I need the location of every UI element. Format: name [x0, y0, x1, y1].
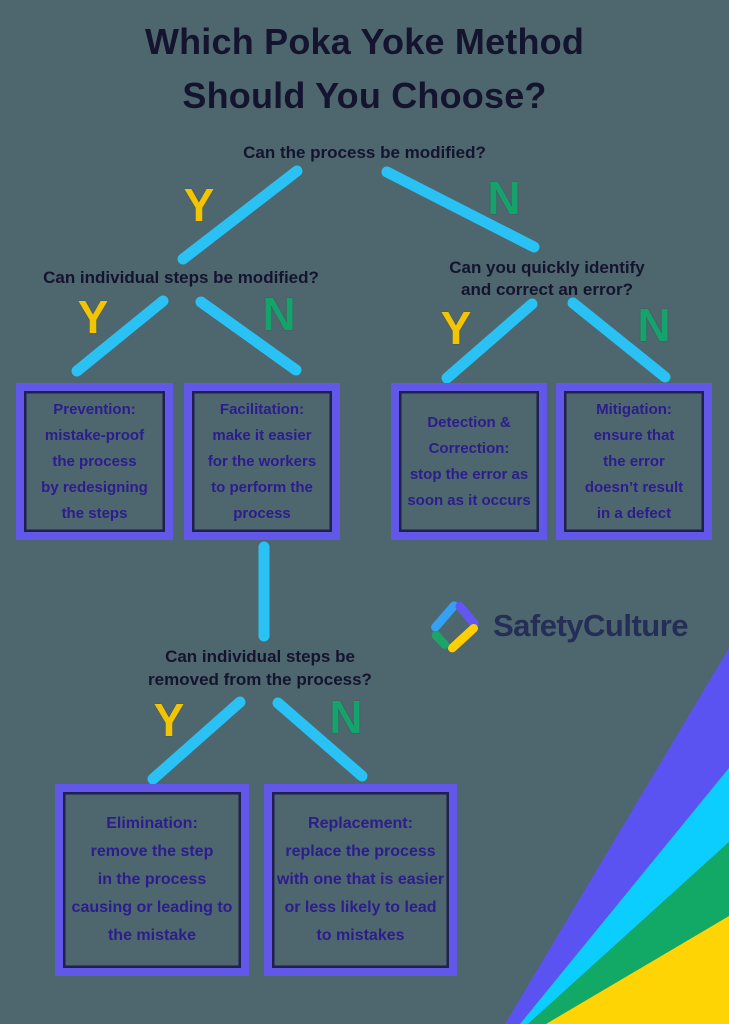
result-box-elimination-text: Elimination: remove the step in the proc…: [71, 815, 233, 944]
stripe-cyan: [520, 768, 729, 1024]
branch-no-q1: N: [487, 172, 521, 224]
result-box-detection-correction: Detection & Correction: stop the error a…: [391, 383, 547, 540]
result-box-facilitation-text: Facilitation: make it easier for the wor…: [207, 400, 317, 522]
stripe-green: [528, 842, 729, 1024]
result-box-replacement: Replacement: replace the process with on…: [264, 784, 457, 976]
stripe-yellow: [546, 916, 729, 1024]
page-title: Which Poka Yoke Method Should You Choose…: [144, 21, 585, 116]
result-box-mitigation: Mitigation: ensure that the error doesn’…: [556, 383, 712, 540]
result-box-prevention: Prevention: mistake-proof the process by…: [16, 383, 173, 540]
logo-checkmark-stroke: [431, 630, 450, 649]
result-box-elimination: Elimination: remove the step in the proc…: [55, 784, 249, 976]
question-identify-error: Can you quickly identify and correct an …: [449, 258, 645, 299]
branch-yes-q2left: Y: [77, 291, 109, 343]
safetyculture-logo-icon: [431, 601, 479, 653]
branch-no-q2left: N: [262, 288, 296, 340]
branch-yes-q2right: Y: [440, 302, 472, 354]
result-box-detection-correction-text: Detection & Correction: stop the error a…: [407, 413, 531, 509]
result-box-replacement-text: Replacement: replace the process with on…: [276, 815, 445, 944]
logo-purple-stroke: [455, 601, 479, 629]
question-process-modified: Can the process be modified?: [243, 143, 486, 162]
branch-no-q2right: N: [637, 299, 671, 351]
logo-blue-stroke: [431, 601, 459, 632]
branch-no-q3: N: [329, 691, 363, 743]
result-box-facilitation: Facilitation: make it easier for the wor…: [184, 383, 340, 540]
safetyculture-logo: SafetyCulture: [425, 594, 689, 658]
result-box-mitigation-text: Mitigation: ensure that the error doesn’…: [584, 400, 684, 522]
question-steps-modified: Can individual steps be modified?: [43, 268, 319, 287]
safetyculture-wordmark: SafetyCulture: [493, 608, 689, 643]
branch-yes-q1: Y: [183, 179, 215, 231]
question-steps-removed: Can individual steps be removed from the…: [148, 647, 372, 689]
branch-yes-q3: Y: [153, 694, 185, 746]
stripe-purple: [505, 648, 729, 1024]
result-box-prevention-text: Prevention: mistake-proof the process by…: [41, 400, 148, 522]
logo-yellow-stroke: [447, 623, 479, 653]
